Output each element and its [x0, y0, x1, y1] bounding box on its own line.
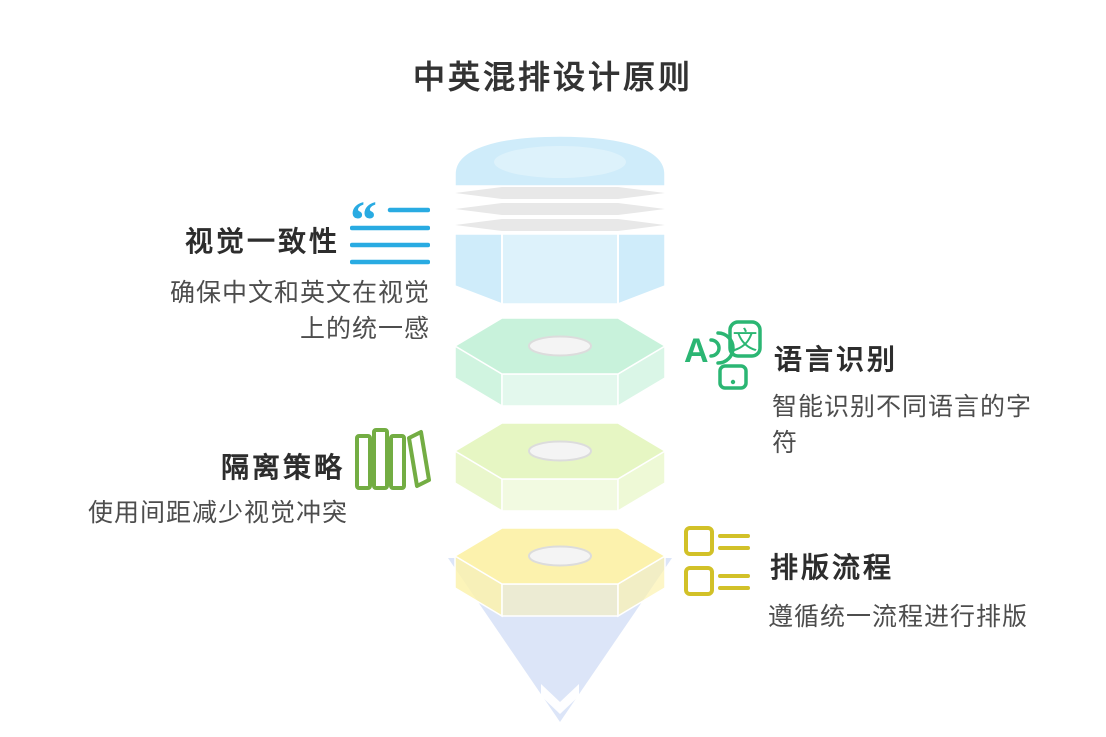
feature-title-isolation-strategy: 隔离策略 — [220, 453, 345, 484]
letter-a-glyph: A — [684, 332, 709, 370]
layer1-band — [455, 187, 665, 199]
list-layout-icon — [684, 526, 750, 596]
layer3-side-front — [501, 478, 619, 512]
layer-visual-consistency — [454, 135, 666, 305]
feature-title-visual-consistency: 视觉一致性 — [184, 227, 340, 258]
feature-desc-layout-process: 遵循统一流程进行排版 — [768, 604, 1029, 631]
feature-title-language-detection: 语言识别 — [774, 345, 899, 376]
feature-desc-visual-consistency: 确保中文和英文在视觉 上的统一感 — [169, 280, 430, 343]
quote-text-lines — [350, 207, 430, 265]
feature-desc-isolation-strategy: 使用间距减少视觉冲突 — [87, 500, 348, 527]
layer-language-detection — [453, 317, 667, 408]
layer4-side-front — [501, 583, 619, 617]
translate-icon: A 文 — [684, 320, 762, 390]
layer1-band — [455, 203, 665, 215]
quote-glyph: “ — [350, 200, 377, 250]
layer-layout-process — [453, 527, 667, 618]
divider-bars — [355, 428, 431, 490]
layer1-band — [455, 219, 665, 231]
layer3-hole — [528, 440, 592, 462]
layer4-hole — [528, 545, 592, 567]
sound-waves — [709, 320, 762, 390]
page-title: 中英混排设计原则 — [412, 59, 693, 95]
list-rows — [684, 526, 750, 596]
layer-isolation-strategy — [453, 422, 667, 513]
layer2-side-front — [501, 373, 619, 407]
quote-lines-icon: “ — [350, 200, 430, 265]
feature-desc-language-detection: 智能识别不同语言的字 符 — [772, 394, 1033, 457]
layer1-dome — [454, 135, 666, 187]
layer2-hole — [528, 335, 592, 357]
bracket-frame — [728, 320, 762, 358]
funnel-stack-diagram — [448, 135, 672, 722]
layer1-dome-highlight — [494, 146, 626, 178]
wen-glyph: 文 — [732, 327, 757, 355]
device-dot — [730, 379, 736, 385]
funnel-arrow-icon — [541, 684, 579, 714]
layer1-body-facet — [502, 234, 618, 304]
device-frame — [718, 364, 748, 390]
feature-title-layout-process: 排版流程 — [770, 553, 895, 584]
divider-bars-icon — [355, 428, 431, 490]
